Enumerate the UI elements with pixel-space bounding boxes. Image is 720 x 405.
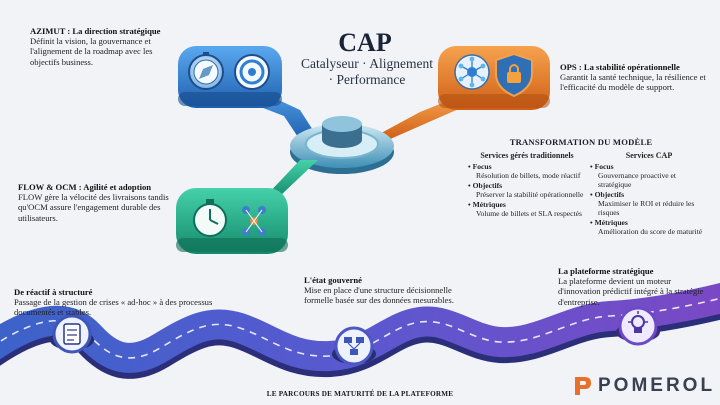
traditional-services-header: Services gérés traditionnels (480, 151, 574, 160)
footer-caption: LE PARCOURS DE MATURITÉ DE LA PLATEFORME (266, 390, 454, 398)
ops-text: Garantit la santé technique, la résilien… (560, 72, 706, 93)
journey-step-reactive: De réactif à structuré Passage de la ges… (14, 287, 214, 318)
target-icon (234, 54, 270, 90)
pomerol-logo-text: POMEROL (598, 375, 716, 396)
page-title: CAP (338, 28, 392, 57)
flow-title: FLOW & OCM : Agilité et adoption (18, 182, 152, 192)
traditional-metrics-text: Volume de billets et SLA respectés (476, 209, 582, 218)
page-subtitle: Catalyseur · Alignement · Performance (272, 56, 462, 88)
pomerol-logo-icon (575, 377, 591, 395)
cap-metrics-text: Amélioration du score de maturité (598, 227, 703, 236)
central-hub (290, 116, 394, 174)
step-reactive-title: De réactif à structuré (14, 287, 93, 297)
azimut-text: Définit la vision, la gouvernance et l'a… (30, 36, 153, 67)
ops-title: OPS : La stabilité opérationnelle (560, 62, 680, 72)
step-reactive-text: Passage de la gestion de crises « ad-hoc… (14, 297, 213, 318)
subtitle-line-1: Catalyseur · Alignement (301, 56, 433, 71)
step-strategic-title: La plateforme stratégique (558, 266, 654, 276)
cap-metrics-label: Métriques (590, 218, 708, 227)
lightbulb-gear-icon (616, 306, 660, 346)
flow-text: FLOW gère la vélocité des livraisons tan… (18, 192, 169, 223)
traditional-focus-label: Focus (468, 162, 586, 171)
step-governed-text: Mise en place d'une structure décisionne… (304, 285, 454, 306)
cap-focus-label: Focus (590, 162, 708, 171)
subtitle-line-2: · Performance (328, 72, 406, 87)
traditional-services-column: Services gérés traditionnels Focus Résol… (468, 151, 586, 219)
pomerol-logo: POMEROL (572, 375, 715, 397)
shield-lock-icon (495, 52, 533, 98)
flow-arm (264, 160, 318, 198)
azimut-title: AZIMUT : La direction stratégique (30, 26, 161, 36)
azimut-callout: AZIMUT : La direction stratégique Défini… (30, 26, 180, 67)
traditional-focus-text: Résolution de billets, mode réactif (476, 171, 581, 180)
step-governed-title: L'état gouverné (304, 275, 362, 285)
journey-step-strategic: La plateforme stratégique La plateforme … (558, 266, 708, 307)
cap-focus-text: Gouvernance proactive et stratégique (598, 171, 677, 189)
step-strategic-text: La plateforme devient un moteur d'innova… (558, 276, 704, 307)
journey-step-governed: L'état gouverné Mise en place d'une stru… (304, 275, 466, 306)
cap-objectives-text: Maximiser le ROI et réduire les risques (598, 199, 695, 217)
team-network-icon (242, 206, 266, 236)
traditional-metrics-label: Métriques (468, 200, 586, 209)
ops-callout: OPS : La stabilité opérationnelle Garant… (560, 62, 710, 93)
network-hub-icon (454, 54, 490, 90)
cap-services-column: Services CAP Focus Gouvernance proactive… (590, 151, 708, 237)
clipboard-checklist-icon (50, 314, 94, 354)
stopwatch-icon (193, 199, 227, 237)
traditional-objectives-text: Préserver la stabilité opérationnelle (476, 190, 584, 199)
cap-objectives-label: Objectifs (590, 190, 708, 199)
transformation-title: TRANSFORMATION DU MODÈLE (509, 137, 653, 147)
flow-callout: FLOW & OCM : Agilité et adoption FLOW gè… (18, 182, 170, 223)
compass-icon (188, 52, 224, 90)
cap-services-header: Services CAP (625, 151, 673, 160)
flowchart-icon (332, 326, 376, 366)
traditional-objectives-label: Objectifs (468, 181, 586, 190)
